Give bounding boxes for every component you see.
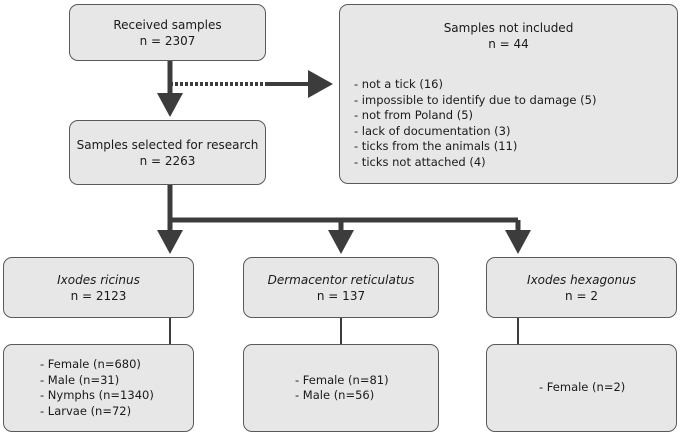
not-included-item: - ticks not attached (4) <box>354 154 486 169</box>
arrowhead-selected <box>157 93 183 117</box>
details-box-dermacentor-reticulatus: - Female (n=81) - Male (n=56) <box>243 344 439 432</box>
details-item: - Nymphs (n=1340) <box>40 388 154 402</box>
received-samples-box: Received samples n = 2307 <box>69 4 266 61</box>
not-included-item: - not a tick (16) <box>354 77 443 91</box>
details-item: - Female (n=81) <box>295 372 389 387</box>
details-item: - Female (n=2) <box>539 380 626 395</box>
selected-samples-count: n = 2263 <box>139 153 196 168</box>
arrowhead-not-included <box>308 70 333 98</box>
species-box-dermacentor-reticulatus: Dermacentor reticulatus n = 137 <box>243 257 439 318</box>
details-item: - Male (n=56) <box>295 388 375 402</box>
arrowhead-ricinus <box>157 230 183 254</box>
species-box-ixodes-ricinus: Ixodes ricinus n = 2123 <box>3 257 194 318</box>
details-list: - Female (n=2) <box>539 380 625 396</box>
species-name: Dermacentor reticulatus <box>267 272 415 287</box>
selected-samples-title: Samples selected for research <box>76 137 259 152</box>
details-box-ixodes-ricinus: - Female (n=680) - Male (n=31) - Nymphs … <box>3 344 194 432</box>
not-included-item: - ticks from the animals (11) <box>354 139 518 153</box>
selected-samples-box: Samples selected for research n = 2263 <box>69 120 266 185</box>
not-included-item: - not from Poland (5) <box>354 108 474 122</box>
details-item: - Male (n=31) <box>40 372 120 387</box>
species-name: Ixodes ricinus <box>57 272 140 287</box>
received-samples-title: Received samples <box>113 17 222 32</box>
not-included-item: - lack of documentation (3) <box>354 123 511 138</box>
species-count: n = 2 <box>565 288 598 303</box>
details-item: - Larvae (n=72) <box>40 403 132 418</box>
not-included-count: n = 44 <box>488 37 529 51</box>
not-included-list: - not a tick (16) - impossible to identi… <box>354 77 677 170</box>
details-list: - Female (n=81) - Male (n=56) <box>295 373 389 404</box>
details-item: - Female (n=680) <box>40 357 141 371</box>
species-count: n = 137 <box>316 288 366 303</box>
not-included-box: Samples not included n = 44 - not a tick… <box>339 4 678 184</box>
species-box-ixodes-hexagonus: Ixodes hexagonus n = 2 <box>486 257 677 318</box>
species-name: Ixodes hexagonus <box>527 272 636 287</box>
not-included-title: Samples not included <box>443 21 574 35</box>
arrowhead-hexagonus <box>505 230 531 254</box>
details-box-ixodes-hexagonus: - Female (n=2) <box>486 344 677 432</box>
species-count: n = 2123 <box>70 288 127 303</box>
not-included-item: - impossible to identify due to damage (… <box>354 92 597 107</box>
details-list: - Female (n=680) - Male (n=31) - Nymphs … <box>40 357 154 419</box>
received-samples-count: n = 2307 <box>139 33 196 48</box>
arrowhead-dermacentor <box>328 230 354 254</box>
